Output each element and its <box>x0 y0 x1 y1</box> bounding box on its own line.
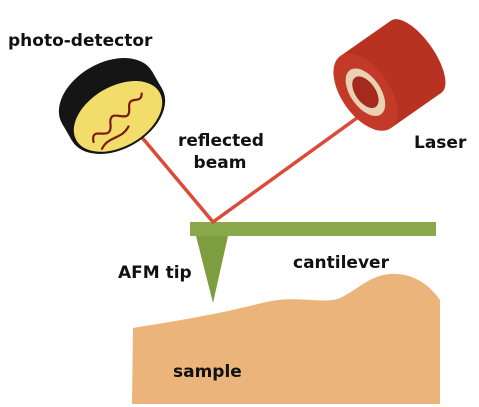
laser-source <box>333 19 446 131</box>
afm-tip <box>196 236 228 303</box>
photo-detector-label: photo-detector <box>8 31 153 51</box>
reflected-beam-label-line1: reflected <box>178 131 264 151</box>
laser-label: Laser <box>414 133 467 153</box>
photo-detector <box>58 58 166 154</box>
afm-tip-label: AFM tip <box>118 263 192 283</box>
sample-label: sample <box>173 362 242 382</box>
reflected-beam-label: reflected beam <box>178 130 264 174</box>
laser-beam <box>122 108 370 225</box>
reflected-beam-label-line2: beam <box>193 153 247 173</box>
detector-signal-trace <box>92 92 143 150</box>
sample-surface <box>132 273 440 404</box>
cantilever-label: cantilever <box>293 253 389 273</box>
cantilever <box>190 222 436 236</box>
